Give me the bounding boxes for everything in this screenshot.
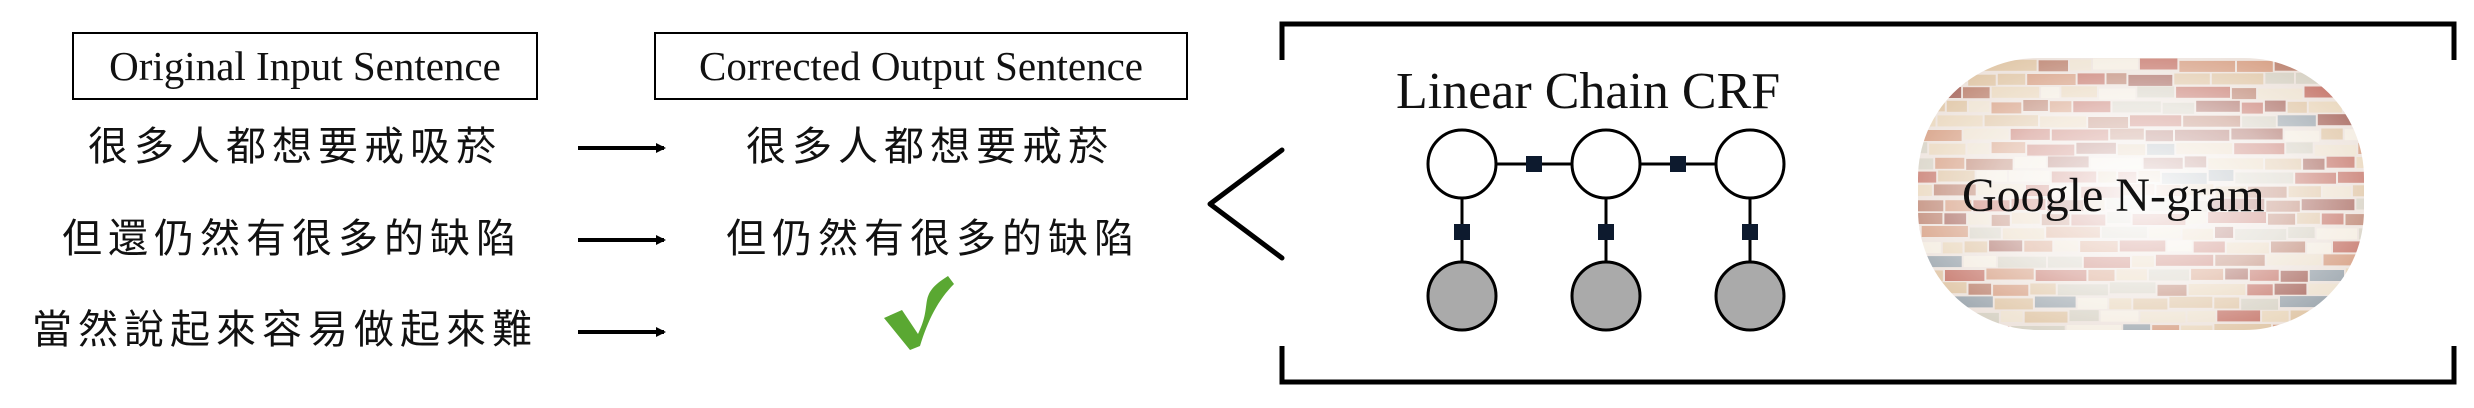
book-spine [1918,228,1920,240]
book-spine [1918,326,1961,330]
book-spine [1918,298,1945,310]
book-spine [1945,59,1982,71]
book-spine [2314,326,2352,330]
book-spine [2328,310,2364,322]
book-spine [2337,296,2364,308]
factor-node [1742,224,1758,240]
input-sentence-3: 當然說起來容易做起來難 [32,307,538,353]
book-spine [2362,241,2364,253]
book-spine [1934,72,1967,84]
factor-node [1454,224,1470,240]
input-sentence-1: 很多人都想要戒吸菸 [88,124,502,170]
ngram-title: Google N-gram [1962,169,2265,222]
factor-node [1598,224,1614,240]
book-spine [2358,143,2364,154]
book-spine [2321,74,2364,86]
model-bracket [1279,21,2457,385]
book-spine [2358,228,2364,240]
output-column-header: Corrected Output Sentence [654,32,1188,100]
book-spine [1918,115,1936,127]
input-column-header: Original Input Sentence [72,32,538,100]
observed-node [1570,260,1642,332]
input-sentence-2: 但還仍然有很多的缺陷 [62,216,522,262]
book-spine [2357,86,2364,98]
checkmark-icon [884,276,954,350]
book-spine [1918,58,1944,70]
observed-node [1426,260,1498,332]
book-spine [2342,58,2364,70]
book-spine [2353,325,2364,330]
hidden-node [1714,128,1786,200]
crf-graph [1426,128,1786,332]
output-sentence-2: 但仍然有很多的缺陷 [726,216,1140,262]
factor-node [1526,156,1542,172]
book-spine [2345,268,2364,280]
book-spine [2311,58,2341,70]
observed-node [1714,260,1786,332]
book-spine [2343,101,2364,113]
book-spine [2362,282,2364,294]
book-spine [1918,87,1941,99]
factor-node [1670,156,1686,172]
hidden-node [1570,128,1642,200]
book-spine [1918,100,1945,112]
hidden-node [1426,128,1498,200]
book-spine [1918,310,1968,322]
book-spine [1962,326,2010,330]
less-than-brace-icon [1207,147,1285,261]
book-spine [1918,74,1933,86]
book-spine [1892,200,1914,211]
output-sentence-1: 很多人都想要戒菸 [746,124,1114,170]
book-spine [2273,324,2313,330]
crf-title: Linear Chain CRF [1396,63,1781,120]
books-image [1892,58,2364,330]
